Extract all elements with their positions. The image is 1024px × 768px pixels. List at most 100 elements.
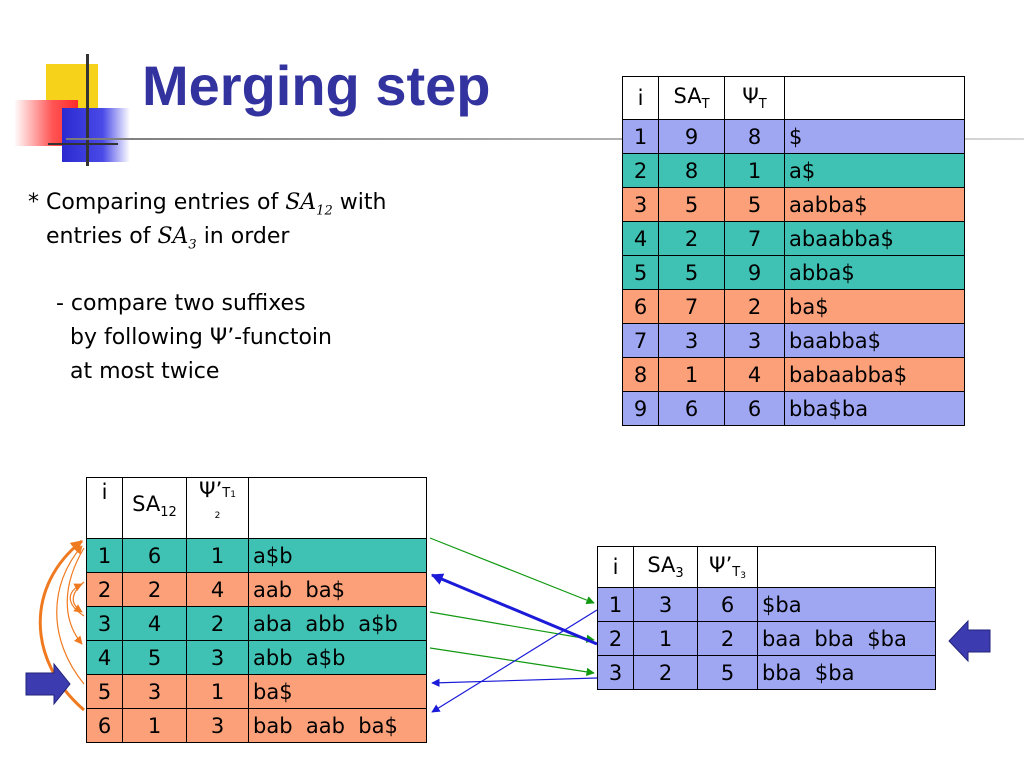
cell-psi: 4: [724, 357, 785, 392]
cell-index: 9: [622, 391, 659, 426]
header-sa-sub: T: [701, 97, 710, 113]
cell-sa: 6: [122, 538, 187, 573]
col-header-i: i: [597, 546, 634, 588]
page-title: Merging step: [142, 54, 491, 117]
col-header-psi: Ψ’T3: [697, 546, 758, 588]
cell-index: 5: [86, 674, 123, 709]
psi-arrow-row5-to-row1: [56, 545, 85, 685]
cell-index: 7: [622, 323, 659, 358]
cell-psi: 5: [724, 187, 785, 222]
cell-index: 4: [622, 221, 659, 256]
cell-sa: 1: [633, 621, 698, 656]
cell-index: 8: [622, 357, 659, 392]
cell-psi: 6: [724, 391, 785, 426]
sub-bullet-3: at most twice: [70, 359, 220, 384]
bullet-line-1: * Comparing entries of SA12 with: [28, 186, 386, 228]
cell-index: 3: [597, 655, 634, 690]
col-header-sa: SA12: [122, 477, 187, 539]
psi-arrow-row1-to-row4: [66, 547, 85, 645]
sa3-base: SA: [157, 224, 189, 249]
arrow-3-row2-to-12-row2: [430, 573, 598, 646]
header-sa-sub: 12: [160, 505, 177, 521]
bullet-line-2-prefix: entries of: [46, 224, 158, 249]
header-psi-sub-2: 3: [740, 571, 746, 581]
cell-suffix: a$: [784, 153, 965, 188]
cell-sa: 8: [658, 153, 725, 188]
cell-suffix: aabba$: [784, 187, 965, 222]
cell-index: 3: [86, 606, 123, 641]
cell-suffix: bab aab ba$: [248, 708, 427, 743]
header-sa-base: SA: [132, 492, 161, 516]
cell-psi: 3: [186, 708, 249, 743]
cell-suffix: bba$ba: [784, 391, 965, 426]
header-sa-base: SA: [647, 552, 676, 577]
cell-sa: 1: [122, 708, 187, 743]
header-psi-sub-2: 1: [230, 490, 236, 500]
col-header-i: i: [622, 76, 659, 120]
cell-sa: 3: [633, 587, 698, 622]
cell-index: 2: [597, 621, 634, 656]
cell-suffix: aba abb a$b: [248, 606, 427, 641]
cell-sa: 9: [658, 119, 725, 154]
cell-sa: 5: [122, 640, 187, 675]
cell-suffix: abaabba$: [784, 221, 965, 256]
cell-sa: 4: [122, 606, 187, 641]
cell-index: 1: [622, 119, 659, 154]
col-header-i: i: [86, 477, 123, 539]
cell-suffix: $ba: [757, 587, 936, 622]
header-psi-sub: T: [758, 97, 767, 113]
col-header-suffix: [757, 546, 936, 588]
cell-suffix: baa bba $ba: [757, 621, 936, 656]
cell-suffix: bba $ba: [757, 655, 936, 690]
cell-psi: 2: [697, 621, 758, 656]
col-header-psi: ΨT: [724, 76, 785, 120]
cell-psi: 8: [724, 119, 785, 154]
table-t-header: i SAT ΨT: [622, 76, 965, 120]
arrow-12-row4-to-3-row3: [429, 647, 595, 677]
header-psi-sub: T: [222, 486, 231, 501]
bullet-line-1-prefix: * Comparing entries of: [28, 190, 286, 215]
col-header-sa: SAT: [658, 76, 725, 120]
cell-index: 2: [86, 572, 123, 607]
cell-suffix: $: [784, 119, 965, 154]
cell-psi: 3: [724, 323, 785, 358]
bullet-line-2: entries of SA3 in order: [46, 220, 289, 262]
arrow-12-row1-to-3-row1: [429, 537, 595, 605]
bullet-line-2-suffix: in order: [196, 224, 290, 249]
psi-arrow-row6-to-row1: [38, 539, 85, 712]
cell-sa: 3: [122, 674, 187, 709]
cell-sa: 7: [658, 289, 725, 324]
col-header-sa: SA3: [633, 546, 698, 588]
logo-horizontal-line: [48, 143, 118, 145]
table-3-header: i SA3 Ψ’T3: [597, 546, 936, 588]
header-psi-base: Ψ’: [709, 553, 733, 577]
cell-sa: 2: [122, 572, 187, 607]
cell-psi: 6: [697, 587, 758, 622]
sub-bullet-1: - compare two suffixes: [56, 291, 306, 316]
header-sa-sub: 3: [675, 566, 684, 582]
title-divider: [66, 138, 1024, 140]
cell-index: 6: [86, 708, 123, 743]
arrow-3-row1-to-12-row6: [431, 609, 598, 713]
sub-bullet-2: by following Ψ’-functoin: [70, 325, 332, 350]
header-psi-sub-3: 2: [214, 511, 221, 521]
cell-suffix: abb a$b: [248, 640, 427, 675]
psi-arrow-row3-to-row2: [69, 583, 85, 617]
